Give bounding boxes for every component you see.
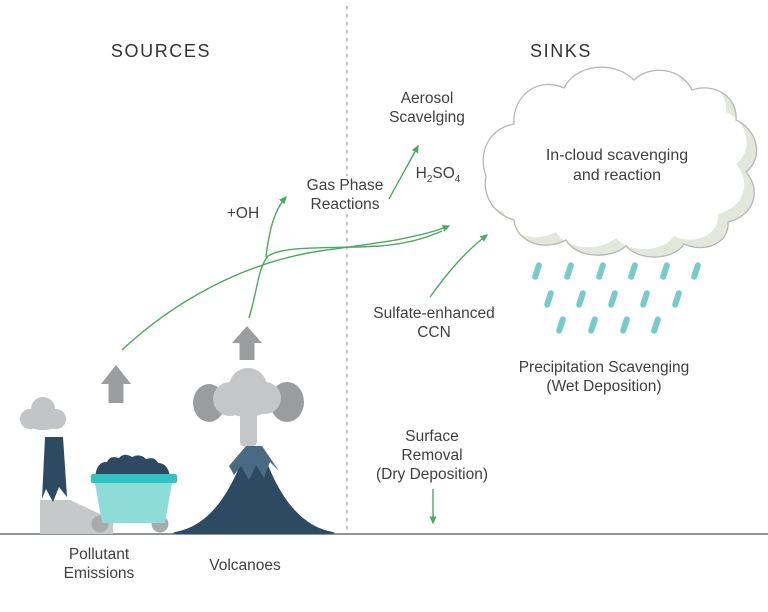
gray-up-arrow-icon (232, 326, 262, 360)
coal-cart-icon (91, 454, 177, 533)
sinks-heading: SINKS (529, 41, 593, 61)
sulfate-ccn-label: Sulfate-enhanced CCN (373, 305, 495, 341)
volcanoes-label: Volcanoes (209, 557, 281, 574)
rain-icon (532, 262, 701, 334)
aerosol-scavenging-label: Aerosol Scavelging (389, 90, 465, 126)
volcano-icon (173, 368, 335, 534)
smoke-cloud-icon (20, 397, 66, 430)
green-flow-arrow-oh-reaction (265, 195, 287, 258)
in-cloud-label: In-cloud scavenging and reaction (545, 147, 689, 184)
green-flow-arrow-sulfate-ccn (429, 234, 489, 298)
gas-phase-reactions-label: Gas Phase Reactions (303, 176, 387, 214)
green-flow-arrow-h2so4 (388, 144, 419, 200)
sources-heading: SOURCES (110, 41, 212, 61)
green-flow-arrow-volcano-emission (248, 230, 443, 319)
flow-arrows (121, 144, 489, 525)
green-flow-arrow-factory-emission (121, 225, 451, 351)
gray-up-arrow-icon (101, 365, 131, 403)
precipitation-label: Precipitation Scavenging (Wet Deposition… (518, 359, 690, 395)
pollutant-emissions-label: Pollutant Emissions (63, 546, 135, 582)
surface-removal-label: Surface Removal (Dry Deposition) (376, 428, 488, 483)
oh-label: +OH (226, 205, 260, 222)
h2so4-label: H2SO4 (415, 165, 461, 186)
